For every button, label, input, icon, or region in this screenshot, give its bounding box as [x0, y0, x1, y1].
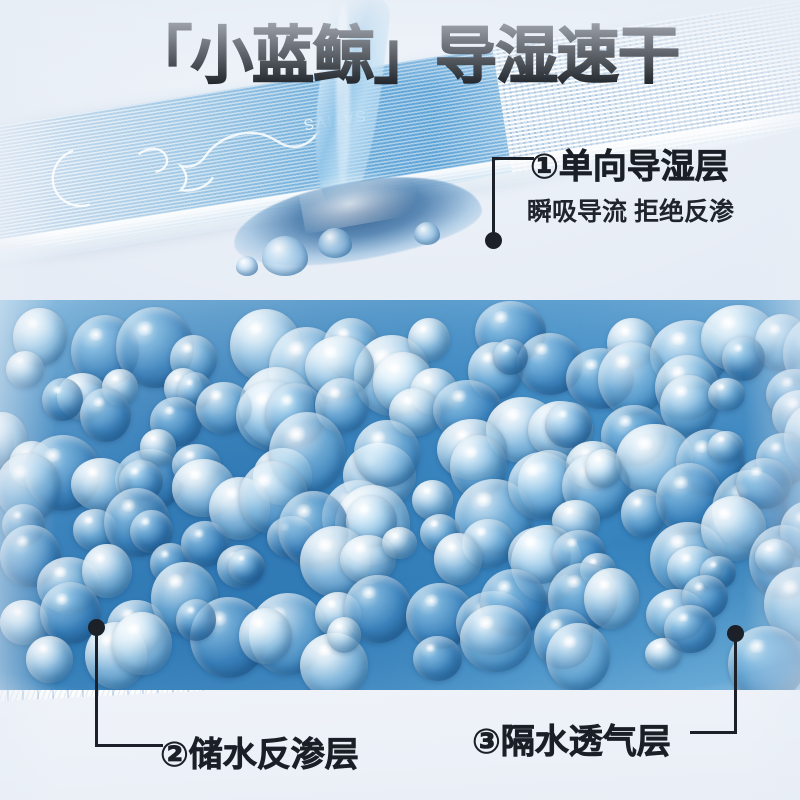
gel-bead — [353, 420, 421, 487]
callout-2-label: ②储水反渗层 — [160, 736, 359, 775]
gel-bead — [584, 448, 623, 488]
callout-1-leader-vertical — [492, 158, 495, 236]
gel-bead — [621, 489, 666, 538]
gel-bead — [708, 431, 744, 463]
callout-1-leader-horizontal — [492, 157, 534, 160]
gel-bead — [326, 617, 361, 653]
gel-bead — [25, 635, 74, 683]
water-droplet — [318, 228, 352, 258]
callout-2-leader-vertical — [95, 627, 98, 745]
water-droplet — [414, 222, 440, 245]
gel-bead — [227, 549, 265, 584]
gel-bead — [176, 599, 217, 641]
gel-bead — [112, 612, 172, 676]
callout-2-leader-horizontal — [95, 744, 163, 747]
callout-3-label: ③隔水透气层 — [472, 723, 671, 762]
gel-bead — [434, 532, 482, 585]
callout-3-leader-horizontal — [690, 731, 737, 734]
gel-bead — [664, 605, 716, 653]
gel-bead — [708, 378, 745, 411]
gel-bead — [459, 604, 532, 672]
callout-1-label: ①单向导湿层 — [530, 148, 729, 187]
gel-bead — [546, 622, 611, 690]
callout-1-subtitle: 瞬吸导流 拒绝反渗 — [527, 198, 734, 226]
water-droplet — [262, 236, 308, 276]
callout-3-leader-vertical — [734, 633, 737, 733]
water-droplet — [236, 256, 258, 276]
gel-bead — [722, 335, 766, 381]
gel-bead — [412, 636, 462, 682]
page-title: 「小蓝鲸」导湿速干 — [129, 22, 681, 91]
